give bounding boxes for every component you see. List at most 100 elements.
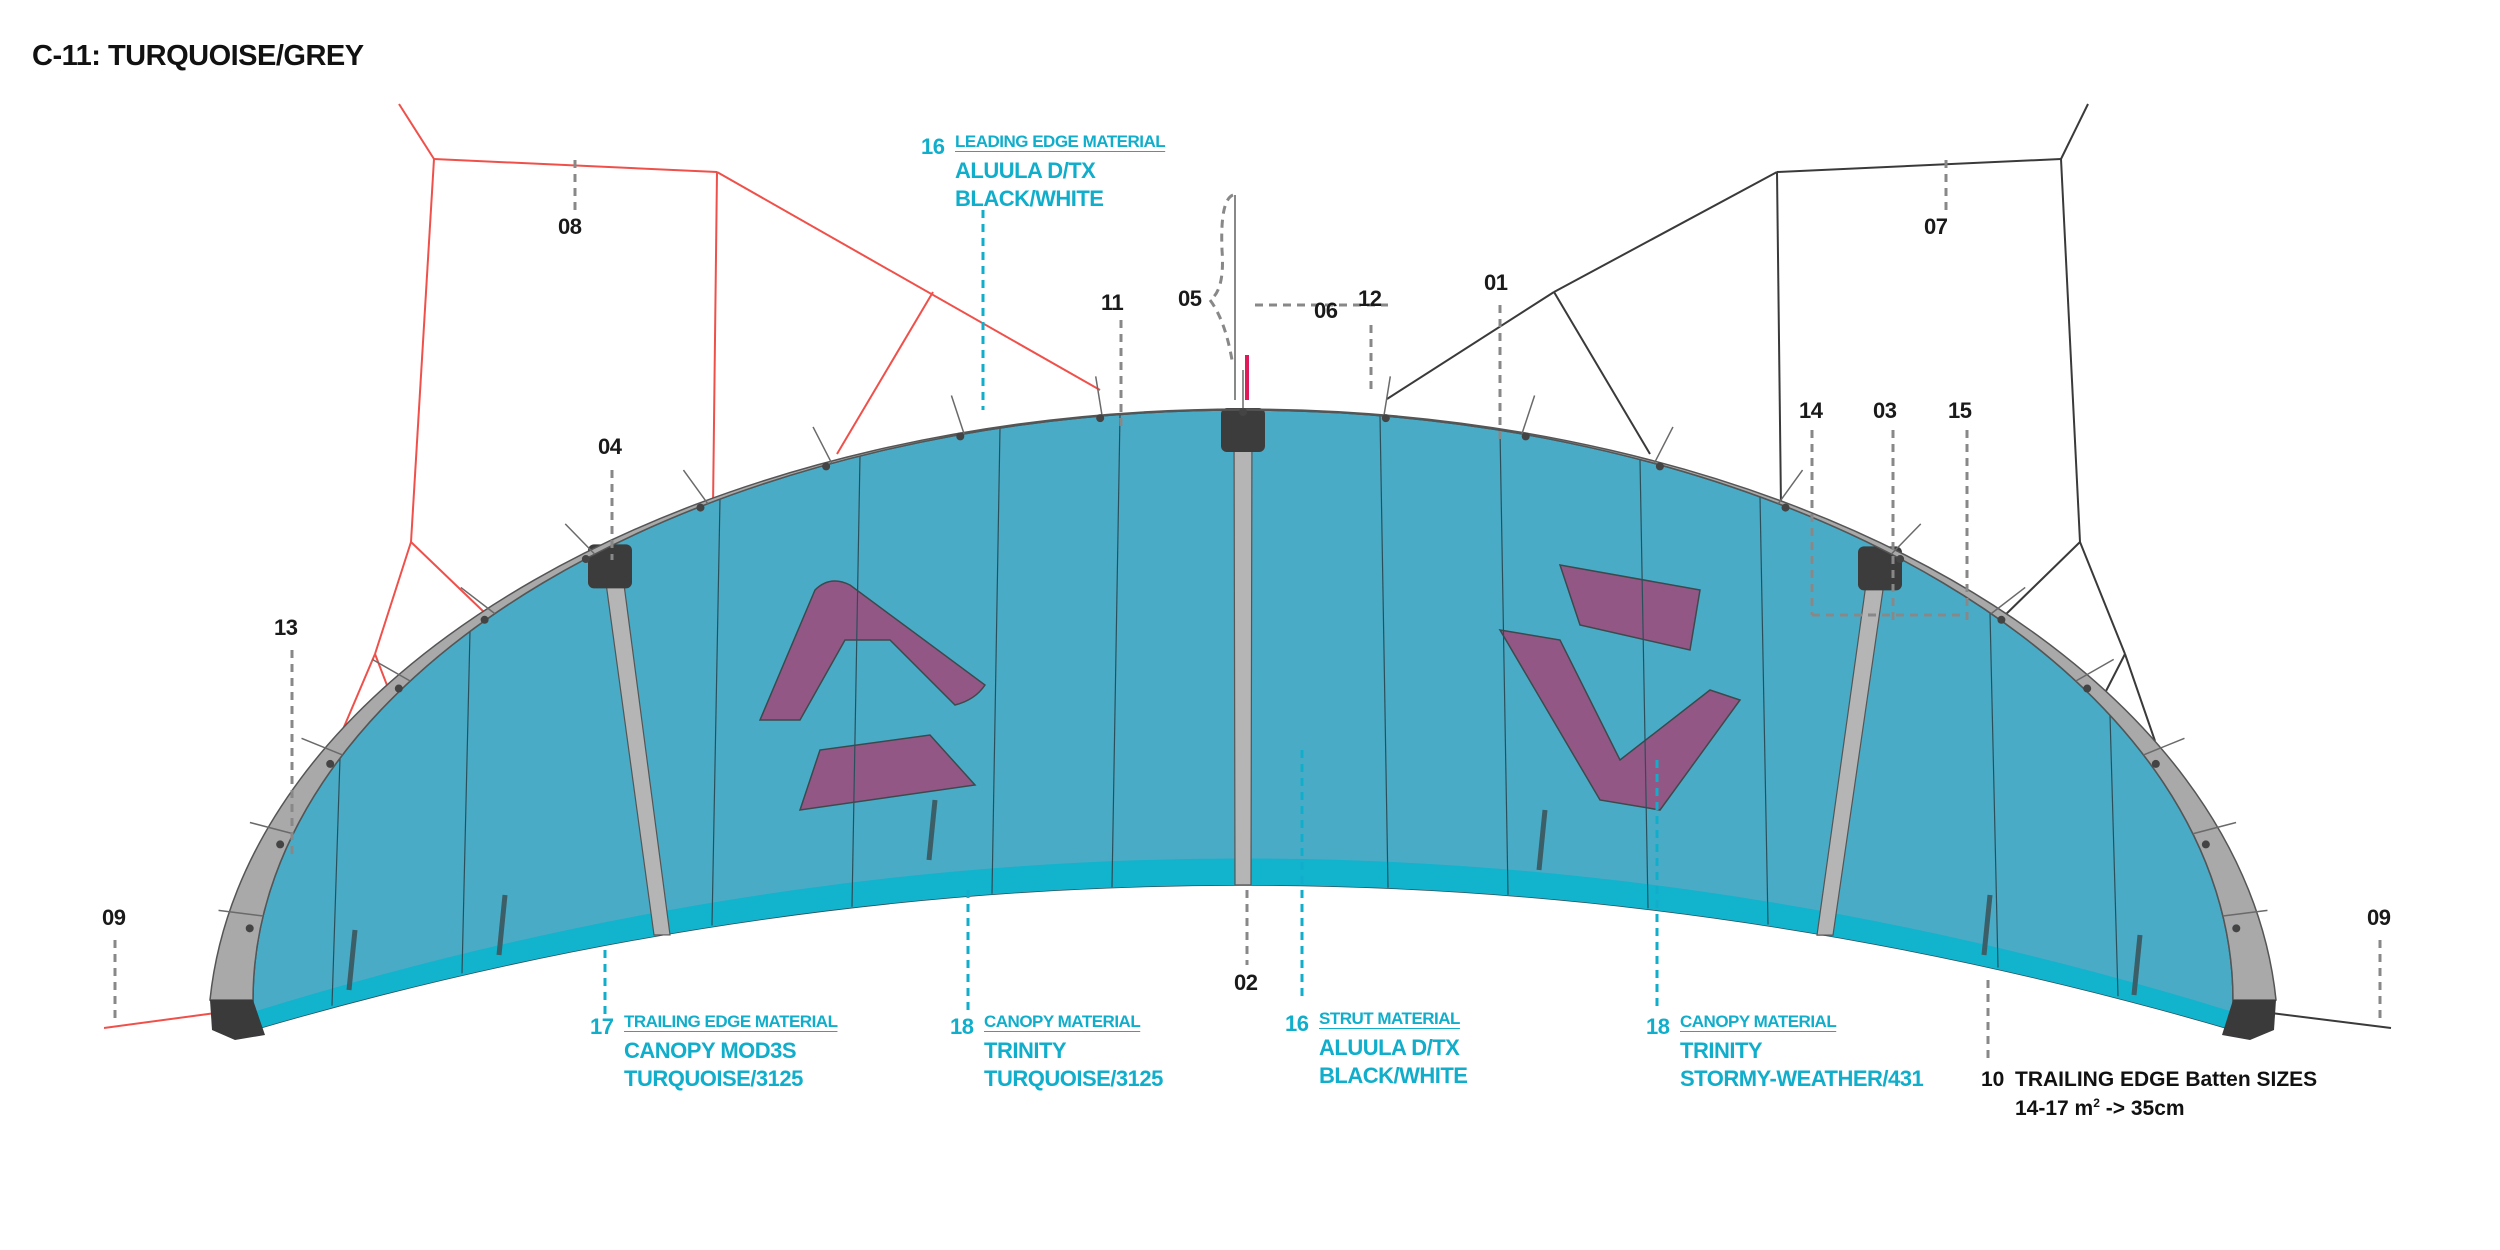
leading-edge-seam xyxy=(249,821,294,835)
leader-line xyxy=(1208,193,1234,361)
bridle-line-right xyxy=(1999,541,2081,621)
bridle-attachment-point xyxy=(822,462,831,471)
canopy-panel-seam xyxy=(1499,430,1509,895)
bridle-attachment-point xyxy=(2201,840,2210,849)
bridle-attachment-point xyxy=(1521,432,1530,441)
callout-15: 15 xyxy=(1948,398,1972,423)
bridle-line-left xyxy=(410,541,487,615)
leading-edge-seam xyxy=(218,909,264,917)
material-name: CANOPY MOD3S xyxy=(624,1038,797,1063)
callout-01: 01 xyxy=(1484,270,1508,295)
callout-04: 04 xyxy=(598,434,622,459)
callout-11: 11 xyxy=(1101,290,1124,315)
callout-09-left: 09 xyxy=(102,905,126,930)
struts xyxy=(331,408,2143,1006)
canopy-logo-shape xyxy=(1558,564,1701,651)
bridle-attachment-point xyxy=(245,924,254,933)
note-unit-exponent: 2 xyxy=(2093,1096,2100,1110)
canopy-logo-shape xyxy=(1498,628,1742,811)
material-heading: CANOPY MATERIAL xyxy=(984,1012,1141,1031)
callout-05: 05 xyxy=(1178,286,1202,311)
bridle-line-left xyxy=(374,541,412,655)
canopy-panel-seam xyxy=(711,499,721,926)
trailing-edge-batten xyxy=(926,799,938,861)
leading-edge-seam xyxy=(682,469,709,505)
trailing-edge-batten xyxy=(1981,894,1993,956)
canopy-logo-shape xyxy=(758,580,987,721)
callout-06: 06 xyxy=(1314,298,1338,323)
canopy-panel-seam xyxy=(1759,496,1769,925)
bridle-attachment-point xyxy=(326,759,335,768)
material-number: 17 xyxy=(590,1014,614,1039)
strut xyxy=(1233,409,1253,886)
bridle-line-right xyxy=(1776,171,1782,508)
canopy-panel-seam xyxy=(1379,415,1389,888)
material-color: BLACK/WHITE xyxy=(955,186,1104,211)
callout-14: 14 xyxy=(1799,398,1823,423)
trailing-edge-batten xyxy=(496,894,508,956)
bridle-line-right xyxy=(2262,1011,2392,1029)
leading-edge-seam xyxy=(2143,737,2185,756)
callout-12: 12 xyxy=(1358,286,1382,311)
leading-edge-seam xyxy=(1383,376,1392,417)
callout-02: 02 xyxy=(1234,970,1258,995)
material-color: STORMY-WEATHER/431 xyxy=(1680,1066,1924,1091)
bridle-line-right xyxy=(2079,541,2126,655)
canopy-panel-seam xyxy=(1639,459,1649,909)
bridle-attachment-point xyxy=(480,615,489,624)
wingtips xyxy=(210,1000,2276,1040)
bridle-attachment-point xyxy=(696,503,705,512)
callout-07: 07 xyxy=(1924,214,1948,239)
leading-edge-seam xyxy=(1990,586,2026,615)
bridle-line-left xyxy=(716,171,1101,391)
material-name: ALUULA D/TX xyxy=(1319,1035,1460,1060)
trailing-edge-band xyxy=(253,858,2233,1030)
leading-edge-seam xyxy=(2192,821,2237,835)
bridle-attachment-point xyxy=(1096,414,1105,423)
material-number: 16 xyxy=(921,134,945,159)
canopy-panel-seam xyxy=(1111,414,1121,888)
leading-edge-seam xyxy=(371,658,411,682)
leading-edge-seams xyxy=(218,370,2268,933)
canopy-panel-seam xyxy=(1989,612,1999,968)
bridle-line-left xyxy=(398,103,435,160)
material-number: 18 xyxy=(1646,1014,1670,1039)
material-name: TRINITY xyxy=(984,1038,1067,1063)
callout-13: 13 xyxy=(274,615,298,640)
bridle-line-left xyxy=(410,158,435,543)
material-heading: TRAILING EDGE MATERIAL xyxy=(624,1012,838,1031)
callout-03: 03 xyxy=(1873,398,1897,423)
bridle-attachment-point xyxy=(2083,684,2092,693)
material-heading: LEADING EDGE MATERIAL xyxy=(955,132,1166,151)
leading-edge-seam xyxy=(1653,426,1674,464)
bridle-attachment-point xyxy=(956,432,965,441)
material-number: 18 xyxy=(950,1014,974,1039)
trailing-edge-batten xyxy=(346,929,358,991)
note-line-2: 14-17 m2 -> 35cm xyxy=(2015,1096,2185,1121)
bridle-attachment-point xyxy=(2232,924,2241,933)
canopy-panel-seam xyxy=(461,631,471,974)
bridle-attachment-point xyxy=(1997,615,2006,624)
leading-edge-seam xyxy=(1094,376,1103,417)
bridle-line-right xyxy=(1553,171,1778,293)
material-heading: STRUT MATERIAL xyxy=(1319,1009,1460,1028)
bridle-attachment-point xyxy=(276,840,285,849)
bridle-attachment-point xyxy=(1381,414,1390,423)
note-length: -> 35cm xyxy=(2099,1097,2185,1120)
bridle-attachment-point xyxy=(1781,503,1790,512)
bridle-line-right xyxy=(2104,653,2126,694)
leading-edge-seam xyxy=(2222,909,2268,917)
material-name: ALUULA D/TX xyxy=(955,158,1096,183)
material-color: TURQUOISE/3125 xyxy=(624,1066,803,1091)
canopy-logo-graphics xyxy=(758,564,1742,811)
material-color: TURQUOISE/3125 xyxy=(984,1066,1163,1091)
leading-edge-seam xyxy=(301,737,343,756)
bridle-line-right xyxy=(2124,653,2156,742)
leading-edge-tube xyxy=(209,408,2277,1001)
note-size: 14-17 m xyxy=(2015,1097,2094,1120)
leading-edge-seam xyxy=(1890,523,1922,555)
bridle-line-right xyxy=(2060,103,2089,160)
bridle-line-right xyxy=(2060,158,2081,543)
material-name: TRINITY xyxy=(1680,1038,1763,1063)
